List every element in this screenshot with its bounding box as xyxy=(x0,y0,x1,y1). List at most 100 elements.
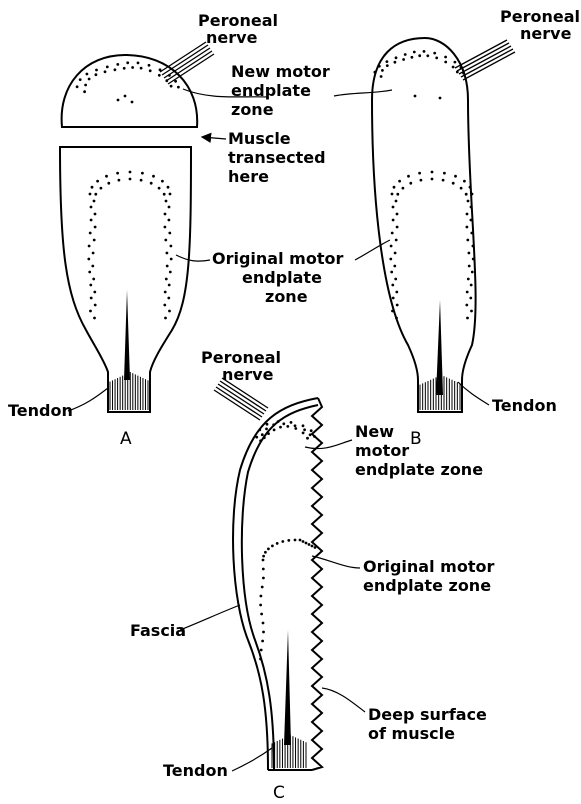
leader-deep-surface xyxy=(322,688,365,712)
tendon-label-b: Tendon xyxy=(492,396,557,415)
endplate-dot xyxy=(378,65,381,68)
endplate-dot xyxy=(94,193,97,196)
endplate-dot xyxy=(89,284,92,287)
endplate-dot xyxy=(466,239,469,242)
leader-new-zone-c xyxy=(305,440,352,449)
tendon-spike-b xyxy=(436,300,443,395)
endplate-dot xyxy=(442,179,445,182)
leader-tendon-a xyxy=(68,388,108,411)
endplate-dot xyxy=(418,172,421,175)
endplate-dot xyxy=(444,56,447,59)
endplate-dot xyxy=(395,56,398,59)
nerve-bundle-icon-c xyxy=(214,378,268,420)
endplate-dot xyxy=(94,226,97,229)
endplate-dot xyxy=(131,66,134,69)
original-zone-label-c: Original motor endplate zone xyxy=(363,557,500,595)
endplate-dot xyxy=(466,291,469,294)
endplate-dot xyxy=(89,232,92,235)
endplate-dot xyxy=(390,271,393,274)
endplate-dot xyxy=(311,545,314,548)
endplate-dot xyxy=(279,426,282,429)
endplate-dot xyxy=(124,95,127,98)
endplate-dot xyxy=(260,649,263,652)
endplate-dot xyxy=(386,60,389,63)
endplate-dot xyxy=(148,64,151,67)
endplate-dot xyxy=(86,73,89,76)
endplate-dot xyxy=(404,53,407,56)
endplate-dot xyxy=(262,555,265,558)
endplate-dot xyxy=(472,245,475,248)
endplate-dot xyxy=(123,67,126,70)
nerve-label-c: Peroneal nerve xyxy=(201,348,287,384)
endplate-dot xyxy=(168,74,171,77)
endplate-dot xyxy=(470,206,473,209)
endplate-dot xyxy=(166,265,169,268)
endplate-dot xyxy=(294,424,297,427)
endplate-dot xyxy=(407,175,410,178)
endplate-dots-icon xyxy=(76,61,180,103)
endplate-dot xyxy=(262,622,265,625)
endplate-dot xyxy=(303,428,306,431)
transect-label: Muscle transected here xyxy=(228,129,331,186)
endplate-dot xyxy=(168,232,171,235)
endplate-dot xyxy=(92,278,95,281)
endplate-dot xyxy=(465,304,468,307)
endplate-dot xyxy=(166,252,169,255)
endplate-dot xyxy=(149,69,152,72)
tendon-label-c: Tendon xyxy=(163,761,228,780)
endplate-dot xyxy=(141,172,144,175)
endplate-dot xyxy=(314,546,317,549)
endplate-dot xyxy=(170,85,173,88)
endplate-dot xyxy=(309,433,312,436)
endplate-dot xyxy=(164,226,167,229)
panel-letter-a: A xyxy=(120,429,132,449)
endplate-dot xyxy=(435,57,438,60)
endplate-dot xyxy=(152,175,155,178)
endplate-dot xyxy=(177,86,180,89)
endplate-dot xyxy=(467,200,470,203)
tendon-spike-c xyxy=(284,630,291,745)
endplate-dot xyxy=(393,265,396,268)
endplate-dot xyxy=(174,80,177,83)
endplate-dot xyxy=(129,178,132,181)
endplate-dot xyxy=(140,179,143,182)
endplate-dot xyxy=(396,213,399,216)
endplate-dot xyxy=(131,101,134,104)
endplate-dot xyxy=(137,62,140,65)
endplate-dot xyxy=(394,252,397,255)
endplate-dot xyxy=(465,193,468,196)
endplate-dot xyxy=(265,428,268,431)
endplate-dot xyxy=(90,219,93,222)
endplate-dot xyxy=(462,72,465,75)
endplate-dot xyxy=(286,425,289,428)
endplate-dot xyxy=(469,186,472,189)
endplate-dot xyxy=(76,85,79,88)
endplate-dot xyxy=(395,291,398,294)
endplate-dot xyxy=(95,73,98,76)
endplate-dot xyxy=(305,542,308,545)
endplate-dot xyxy=(170,245,173,248)
endplate-dot xyxy=(392,297,395,300)
endplate-dot xyxy=(391,310,394,313)
endplate-dot xyxy=(396,193,399,196)
endplate-dot xyxy=(414,95,417,98)
endplate-dot xyxy=(261,433,264,436)
endplate-dot xyxy=(299,539,302,542)
endplate-dot xyxy=(100,187,103,190)
endplate-dot xyxy=(294,539,297,542)
endplate-dot xyxy=(470,219,473,222)
endplate-dot xyxy=(393,186,396,189)
endplate-dot xyxy=(439,97,442,100)
endplate-dot xyxy=(164,291,167,294)
endplate-dot xyxy=(167,297,170,300)
endplate-dot xyxy=(261,640,264,643)
endplate-dot xyxy=(260,595,263,598)
endplate-dot xyxy=(471,193,474,196)
endplate-dot xyxy=(276,542,279,545)
leader-fascia xyxy=(180,605,240,630)
endplate-dot xyxy=(302,424,305,427)
endplate-dot xyxy=(158,187,161,190)
endplate-dot xyxy=(88,78,91,81)
endplate-dot xyxy=(84,84,87,87)
endplate-dot xyxy=(263,436,266,439)
